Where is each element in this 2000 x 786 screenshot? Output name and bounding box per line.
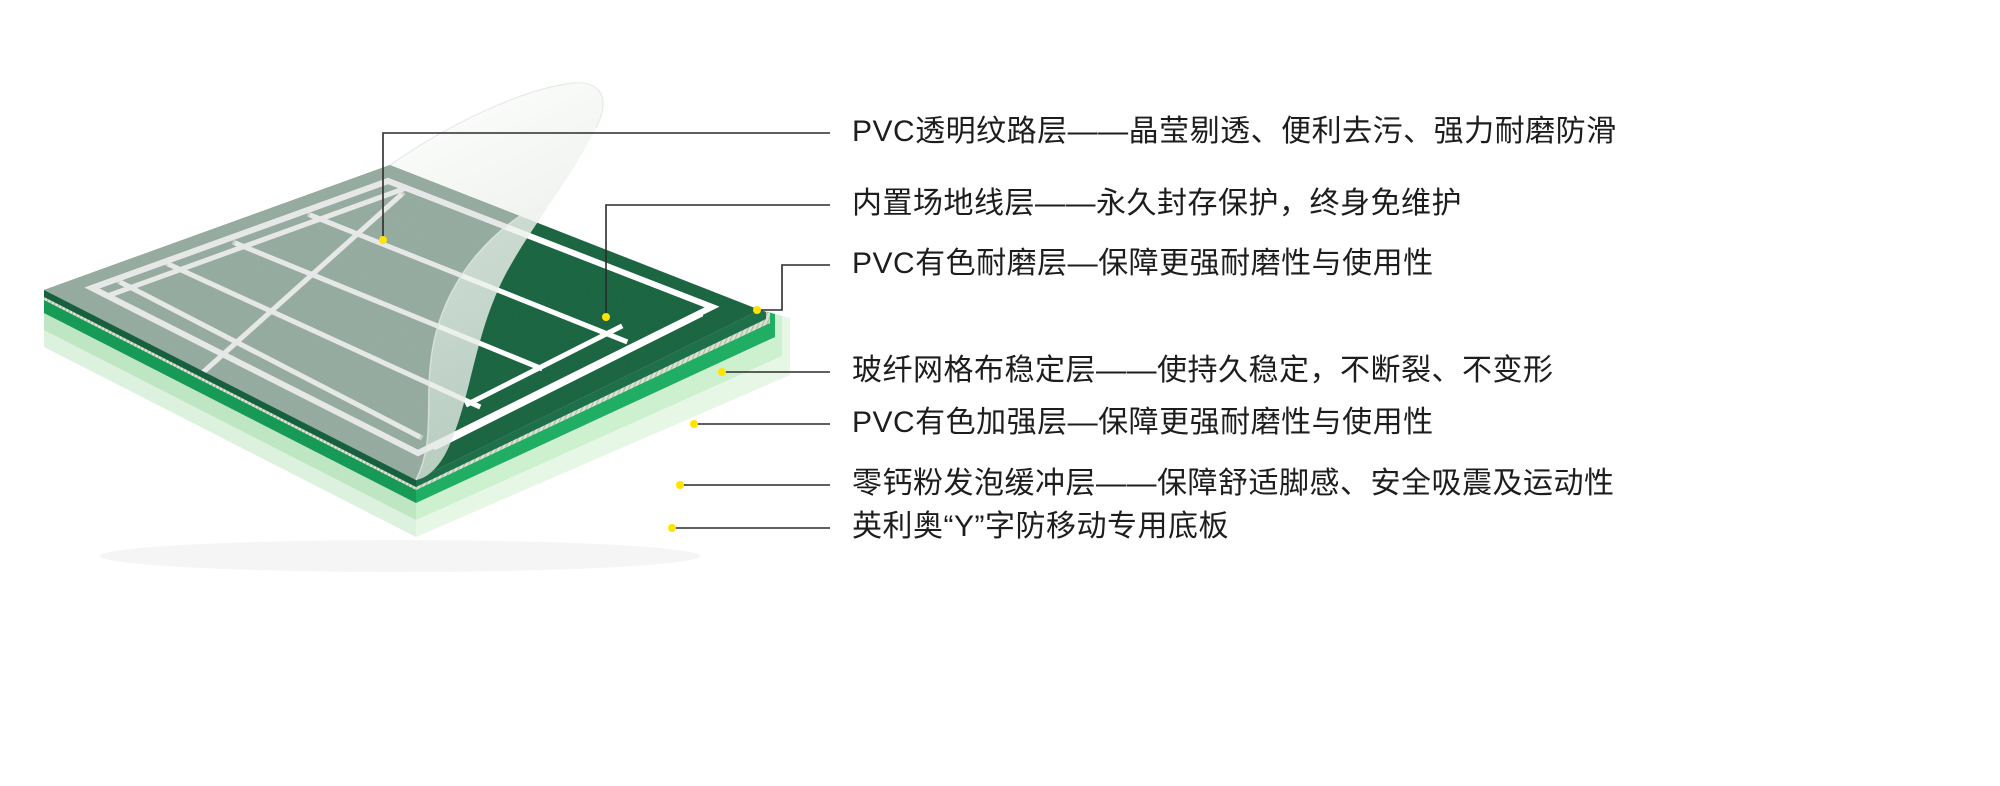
flooring-layer-illustration (0, 0, 900, 786)
leader-anchor-dots (379, 236, 761, 532)
leader-3 (757, 264, 830, 311)
callout-label-4: 玻纤网格布稳定层——使持久稳定，不断裂、不变形 (852, 354, 1554, 387)
layer-pvc-wear-side (44, 290, 766, 487)
callout-label-7: 英利奥“Y”字防移动专用底板 (852, 510, 1229, 543)
callout-label-5: PVC有色加强层—保障更强耐磨性与使用性 (852, 406, 1434, 439)
leader-1 (382, 132, 830, 240)
leader-lines (382, 132, 830, 529)
clear-film-peel-overlay (44, 165, 520, 480)
leader-2 (605, 204, 830, 317)
callout-label-3: PVC有色耐磨层—保障更强耐磨性与使用性 (852, 247, 1434, 280)
callout-label-6: 零钙粉发泡缓冲层——保障舒适脚感、安全吸震及运动性 (852, 467, 1615, 500)
callout-label-1: PVC透明纹路层——晶莹剔透、便利去污、强力耐磨防滑 (852, 115, 1617, 148)
callout-label-2: 内置场地线层——永久封存保护，终身免维护 (852, 187, 1462, 220)
